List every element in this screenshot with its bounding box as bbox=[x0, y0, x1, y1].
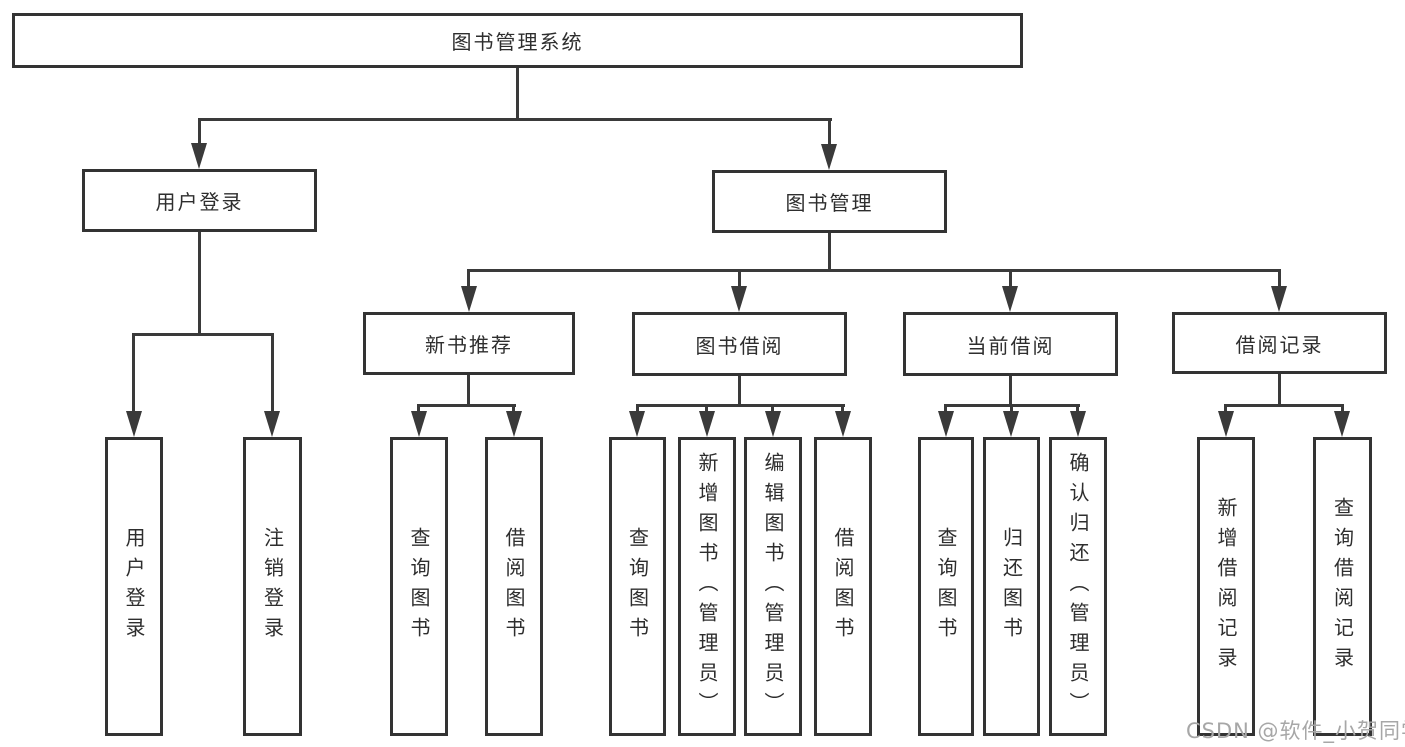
connector-line bbox=[1009, 376, 1012, 407]
connector-line bbox=[828, 118, 831, 146]
leaf-label: 新增图书（管理员） bbox=[695, 451, 719, 722]
connector-line bbox=[1278, 374, 1281, 407]
leaf-confirm-return-admin: 确认归还（管理员） bbox=[1049, 437, 1107, 736]
leaf-label: 借阅图书 bbox=[502, 526, 526, 647]
arrow-down-icon bbox=[1218, 411, 1234, 437]
arrow-down-icon bbox=[731, 286, 747, 312]
connector-line bbox=[771, 404, 774, 416]
connector-line bbox=[738, 376, 741, 407]
connector-line bbox=[1076, 404, 1079, 416]
connector-line bbox=[1341, 404, 1344, 416]
node-current-borrowing: 当前借阅 bbox=[903, 312, 1118, 376]
connector-line bbox=[198, 118, 201, 146]
leaf-query-books-current: 查询图书 bbox=[918, 437, 974, 736]
leaf-label: 查询图书 bbox=[625, 526, 650, 647]
leaf-label: 新增借阅记录 bbox=[1214, 496, 1238, 677]
connector-line bbox=[828, 233, 831, 272]
leaf-add-book-admin: 新增图书（管理员） bbox=[678, 437, 736, 736]
leaf-add-borrow-record: 新增借阅记录 bbox=[1197, 437, 1255, 736]
node-new-book-recommendation: 新书推荐 bbox=[363, 312, 575, 375]
connector-line bbox=[705, 404, 708, 416]
leaf-edit-book-admin: 编辑图书（管理员） bbox=[744, 437, 802, 736]
connector-line bbox=[841, 404, 844, 416]
arrow-down-icon bbox=[1002, 286, 1018, 312]
connector-line bbox=[467, 269, 470, 288]
connector-line bbox=[132, 333, 135, 413]
node-library-management-system: 图书管理系统 bbox=[12, 13, 1023, 68]
connector-line bbox=[944, 404, 947, 416]
node-borrowing-records: 借阅记录 bbox=[1172, 312, 1387, 374]
arrow-down-icon bbox=[264, 411, 280, 437]
arrow-down-icon bbox=[835, 411, 851, 437]
leaf-return-book: 归还图书 bbox=[983, 437, 1040, 736]
connector-line bbox=[467, 269, 1281, 272]
leaf-label: 注销登录 bbox=[260, 526, 285, 647]
connector-line bbox=[636, 404, 639, 416]
node-user-login: 用户登录 bbox=[82, 169, 317, 232]
connector-line bbox=[636, 404, 845, 407]
connector-line bbox=[132, 333, 274, 336]
leaf-label: 用户登录 bbox=[122, 526, 146, 647]
leaf-query-borrow-record: 查询借阅记录 bbox=[1313, 437, 1372, 736]
leaf-label: 确认归还（管理员） bbox=[1066, 451, 1090, 722]
arrow-down-icon bbox=[1271, 286, 1287, 312]
connector-line bbox=[1278, 269, 1281, 288]
arrow-down-icon bbox=[461, 286, 477, 312]
arrow-down-icon bbox=[191, 143, 207, 169]
leaf-label: 归还图书 bbox=[999, 526, 1024, 647]
connector-line bbox=[1224, 404, 1227, 416]
connector-line bbox=[467, 375, 470, 407]
node-book-borrowing: 图书借阅 bbox=[632, 312, 847, 376]
connector-line bbox=[198, 118, 832, 121]
connector-line bbox=[1010, 404, 1013, 416]
arrow-down-icon bbox=[699, 411, 715, 437]
arrow-down-icon bbox=[506, 411, 522, 437]
csdn-watermark: CSDN @软件_小贺同学 bbox=[1186, 719, 1405, 743]
connector-line bbox=[516, 68, 519, 120]
arrow-down-icon bbox=[411, 411, 427, 437]
leaf-user-login: 用户登录 bbox=[105, 437, 163, 736]
arrow-down-icon bbox=[1070, 411, 1086, 437]
connector-line bbox=[198, 232, 201, 336]
leaf-borrow-books-borrowing: 借阅图书 bbox=[814, 437, 872, 736]
arrow-down-icon bbox=[629, 411, 645, 437]
arrow-down-icon bbox=[1334, 411, 1350, 437]
connector-line bbox=[1224, 404, 1344, 407]
connector-line bbox=[271, 333, 274, 413]
node-book-management: 图书管理 bbox=[712, 170, 947, 233]
arrow-down-icon bbox=[126, 411, 142, 437]
connector-line bbox=[417, 404, 420, 416]
leaf-label: 编辑图书（管理员） bbox=[761, 451, 785, 722]
connector-line bbox=[738, 269, 741, 288]
arrow-down-icon bbox=[821, 144, 837, 170]
leaf-label: 查询图书 bbox=[934, 526, 958, 647]
leaf-query-books-recommend: 查询图书 bbox=[390, 437, 448, 736]
leaf-borrow-books-recommend: 借阅图书 bbox=[485, 437, 543, 736]
leaf-logout: 注销登录 bbox=[243, 437, 302, 736]
connector-line bbox=[417, 404, 516, 407]
arrow-down-icon bbox=[938, 411, 954, 437]
leaf-query-books-borrowing: 查询图书 bbox=[609, 437, 666, 736]
connector-line bbox=[1009, 269, 1012, 288]
leaf-label: 借阅图书 bbox=[831, 526, 855, 647]
leaf-label: 查询图书 bbox=[407, 526, 431, 647]
connector-line bbox=[512, 404, 515, 416]
arrow-down-icon bbox=[1003, 411, 1019, 437]
leaf-label: 查询借阅记录 bbox=[1330, 496, 1355, 677]
arrow-down-icon bbox=[765, 411, 781, 437]
